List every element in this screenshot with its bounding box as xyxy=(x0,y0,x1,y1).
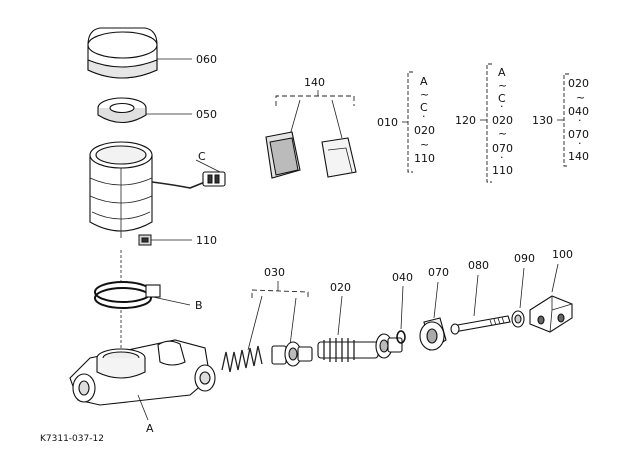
g130-item-3: 040 xyxy=(568,105,589,118)
label-030: 030 xyxy=(264,266,285,279)
label-070: 070 xyxy=(428,266,449,279)
g010-item-1: A xyxy=(420,75,428,88)
label-140: 140 xyxy=(304,76,325,89)
group-010-label: 010 xyxy=(377,116,398,129)
g120-item-6: ~ xyxy=(498,127,507,140)
g010-item-2: ~ xyxy=(420,88,429,101)
g010-item-5: 020 xyxy=(414,124,435,137)
g010-item-4: · xyxy=(422,110,426,123)
g130-item-5: 070 xyxy=(568,128,589,141)
group-120-label: 120 xyxy=(455,114,476,127)
g010-item-6: ~ xyxy=(420,138,429,151)
part-a-master-cylinder-body xyxy=(69,310,216,421)
g130-item-1: 020 xyxy=(568,77,589,90)
group-120-bracket xyxy=(480,63,492,183)
g120-item-1: A xyxy=(498,66,506,79)
part-100-clevis xyxy=(529,263,573,333)
g130-item-2: ~ xyxy=(576,91,585,104)
g010-item-7: 110 xyxy=(414,152,435,165)
part-110-clip xyxy=(138,234,192,246)
label-110: 110 xyxy=(196,234,217,247)
part-reservoir-body xyxy=(89,141,226,238)
g120-item-2: ~ xyxy=(498,79,507,92)
g130-item-6: · xyxy=(578,137,582,150)
label-060: 060 xyxy=(196,53,217,66)
part-070-retainer-cup xyxy=(419,281,447,351)
group-010-bracket xyxy=(402,71,413,173)
label-100: 100 xyxy=(552,248,573,261)
part-050-cap-seal xyxy=(97,97,192,124)
part-020-piston xyxy=(317,295,403,362)
label-a: A xyxy=(146,422,154,435)
label-040: 040 xyxy=(392,271,413,284)
g120-item-8: · xyxy=(500,151,504,164)
part-b-hose-clamp xyxy=(94,250,191,309)
label-090: 090 xyxy=(514,252,535,265)
label-020: 020 xyxy=(330,281,351,294)
g120-item-9: 110 xyxy=(492,164,513,177)
group-130-bracket xyxy=(557,73,569,167)
part-080-push-rod xyxy=(450,274,511,335)
part-090-lock-nut xyxy=(511,267,525,328)
g130-item-7: 140 xyxy=(568,150,589,163)
g120-item-4: · xyxy=(500,100,504,113)
g130-item-4: · xyxy=(578,114,582,127)
group-130-label: 130 xyxy=(532,114,553,127)
label-080: 080 xyxy=(468,259,489,272)
group-010-items: A ~ C · 020 ~ 110 xyxy=(414,75,435,165)
group-130-items: 020 ~ 040 · 070 · 140 xyxy=(568,77,589,163)
g120-item-7: 070 xyxy=(492,142,513,155)
g120-item-3: C xyxy=(498,92,506,105)
group-120-items: A ~ C · 020 ~ 070 · 110 xyxy=(492,66,513,177)
label-b: B xyxy=(195,299,203,312)
part-060-reservoir-cap xyxy=(87,27,192,79)
part-030-spring-assembly xyxy=(221,281,313,373)
g010-item-3: C xyxy=(420,101,428,114)
part-140-seal-kit xyxy=(265,90,357,179)
label-050: 050 xyxy=(196,108,217,121)
part-040-o-ring xyxy=(396,285,406,344)
label-c: C xyxy=(198,150,206,163)
figure-code: K7311-037-12 xyxy=(40,434,104,444)
g120-item-5: 020 xyxy=(492,114,513,127)
